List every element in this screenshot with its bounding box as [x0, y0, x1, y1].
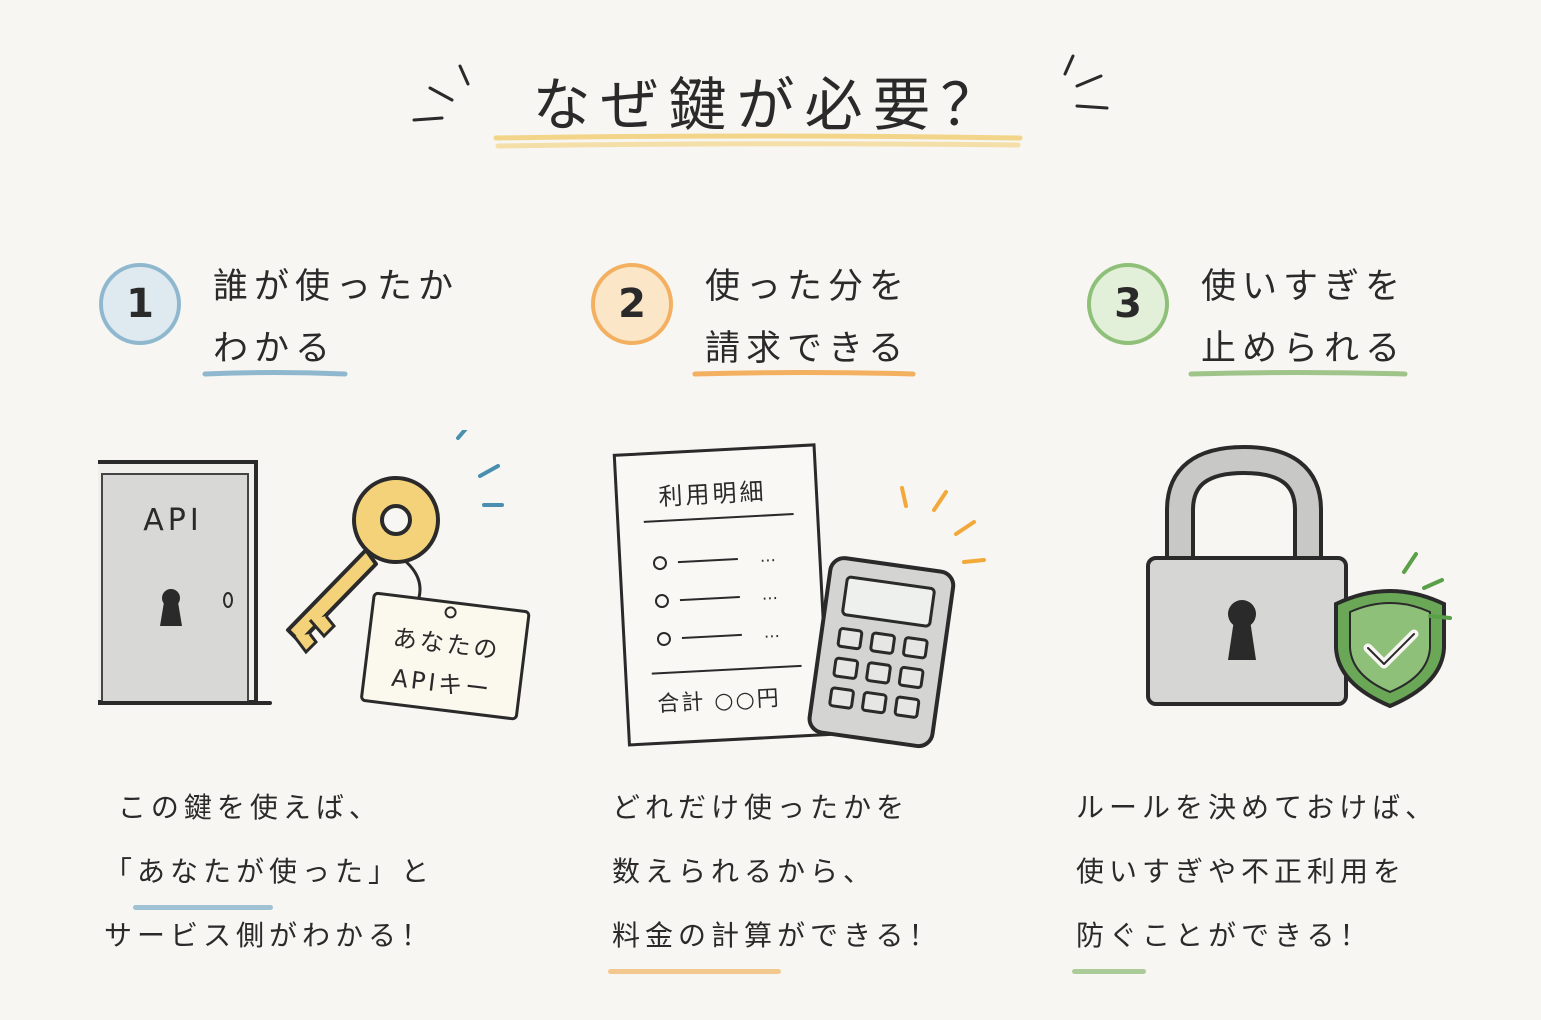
- title-burst-left-icon: [412, 64, 470, 122]
- door-icon: API: [98, 460, 272, 705]
- heading-underline: [1188, 370, 1408, 377]
- title-burst-right-icon: [1063, 54, 1109, 110]
- padlock-icon: [1146, 444, 1348, 706]
- reason-description: どれだけ使ったかを 数えられるから、 料金の計算ができる！: [607, 776, 1072, 974]
- number-badge: 3: [1086, 262, 1170, 346]
- description-line: 「あなたが使った」と: [104, 840, 564, 910]
- reason-description: この鍵を使えば、 「あなたが使った」と サービス側がわかる！: [104, 776, 564, 968]
- statement-icon: 利用明細 … … … 合計 ○○円: [612, 443, 831, 747]
- heading-underline: [202, 370, 348, 377]
- illustration-padlock-shield: [1146, 444, 1452, 709]
- reason-heading: 使った分を 請求できる: [705, 267, 911, 369]
- description-line: ルールを決めておけば、: [1076, 791, 1439, 824]
- title-underline: [493, 133, 1023, 149]
- svg-text:…: …: [759, 546, 776, 566]
- calculator-icon: [807, 556, 956, 749]
- reason-column-1: 1 誰が使ったか わかる API: [98, 250, 578, 970]
- number-badge: 1: [98, 262, 182, 346]
- reason-column-2: 2 使った分を 請求できる 利用明細 … … …: [590, 250, 1072, 974]
- description-line: 数えられるから、: [612, 855, 877, 888]
- illustration-statement-calculator: 利用明細 … … … 合計 ○○円: [612, 443, 986, 749]
- illustration-door-key: API: [98, 430, 531, 721]
- reason-column-3: 3 使いすぎを 止められる: [1071, 250, 1541, 974]
- tag-icon: あなたの APIキー: [360, 591, 531, 721]
- sparkle-icon: [1402, 552, 1452, 620]
- reason-description: ルールを決めておけば、 使いすぎや不正利用を 防ぐことができる！: [1071, 776, 1536, 974]
- svg-text:API: API: [143, 503, 202, 538]
- shield-check-icon: [1334, 589, 1446, 709]
- reason-heading: 誰が使ったか わかる: [213, 267, 460, 369]
- description-line: サービス側がわかる！: [104, 919, 435, 952]
- svg-text:…: …: [763, 622, 780, 642]
- page-title: なぜ鍵が必要？: [532, 71, 1009, 139]
- description-line: 使いすぎや不正利用を: [1076, 855, 1407, 888]
- description-line: 料金の計算ができる！: [607, 904, 1072, 974]
- svg-text:…: …: [761, 584, 778, 604]
- description-line: 防ぐことができる！: [1071, 904, 1536, 974]
- sparkle-icon: [456, 430, 504, 507]
- description-line: どれだけ使ったかを: [612, 791, 910, 824]
- sparkle-icon: [900, 486, 986, 564]
- number-badge: 2: [590, 262, 674, 346]
- heading-underline: [692, 370, 916, 377]
- svg-text:利用明細: 利用明細: [658, 477, 767, 511]
- description-line: この鍵を使えば、: [117, 791, 382, 824]
- key-icon: [286, 476, 440, 655]
- reason-heading: 使いすぎを 止められる: [1201, 267, 1407, 369]
